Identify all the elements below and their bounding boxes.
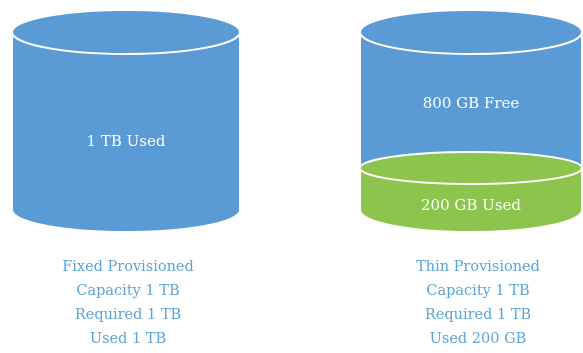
thin-free-label: 800 GB Free: [423, 94, 520, 112]
thin-caption-used: Used 200 GB: [429, 331, 527, 347]
thin-caption-capacity: Capacity 1 TB: [426, 283, 530, 299]
fixed-caption-used: Used 1 TB: [89, 331, 167, 347]
fixed-cylinder-top: [11, 9, 241, 55]
thin-cylinder-used-top: [359, 151, 583, 185]
fixed-caption-title: Fixed Provisioned: [62, 259, 194, 275]
fixed-caption: Fixed Provisioned Capacity 1 TB Required…: [8, 255, 248, 351]
fixed-used-label: 1 TB Used: [87, 132, 166, 150]
fixed-caption-required: Required 1 TB: [74, 307, 182, 323]
fixed-caption-capacity: Capacity 1 TB: [76, 283, 180, 299]
thin-caption-title: Thin Provisioned: [416, 259, 540, 275]
fixed-cylinder: 1 TB Used: [11, 9, 241, 233]
thin-cylinder-used-body: [359, 167, 583, 233]
thin-cylinder-top: [359, 9, 583, 55]
thin-cylinder: 800 GB Free 200 GB Used: [359, 9, 583, 233]
thin-caption: Thin Provisioned Capacity 1 TB Required …: [358, 255, 583, 351]
thin-used-label: 200 GB Used: [421, 196, 521, 214]
fixed-cylinder-body: [11, 31, 241, 233]
thin-caption-required: Required 1 TB: [424, 307, 532, 323]
